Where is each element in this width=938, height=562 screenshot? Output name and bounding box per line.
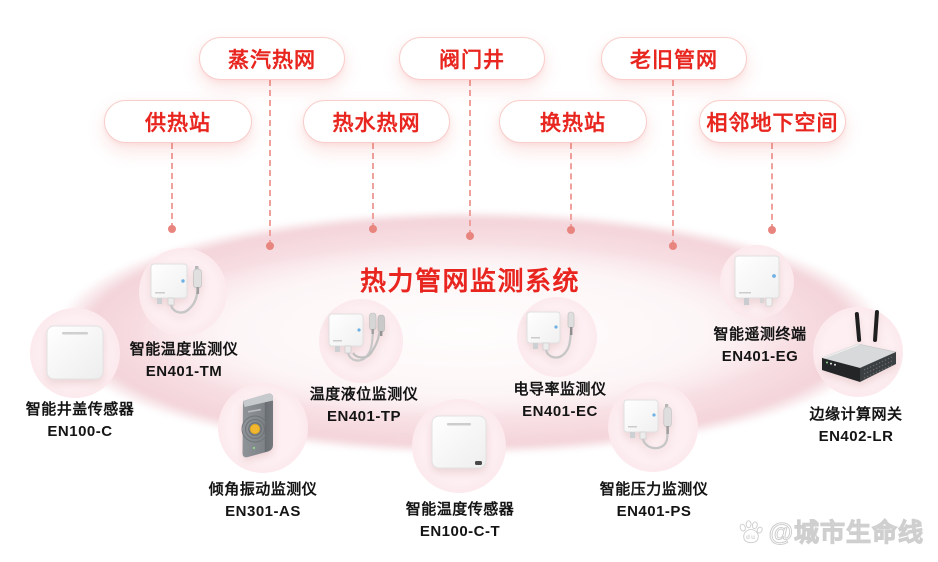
device-model: EN401-EC	[522, 403, 598, 420]
bubble-hot-water-network: 热水热网	[303, 100, 450, 143]
device-model: EN100-C-T	[419, 523, 501, 540]
bubble-label: 相邻地下空间	[706, 111, 839, 135]
device-label-en301-as: 倾角振动监测仪 EN301-AS	[178, 479, 348, 523]
device-label-en402-lr: 边缘计算网关 EN402-LR	[771, 404, 938, 448]
temperature-monitor-icon	[141, 252, 225, 335]
device-name: 智能温度传感器	[405, 501, 515, 518]
device-name: 温度液位监测仪	[309, 386, 419, 403]
tilt-vibration-monitor-icon	[223, 385, 303, 476]
device-label-en401-tm: 智能温度监测仪 EN401-TM	[99, 339, 269, 383]
bubble-heating-station: 供热站	[104, 100, 252, 143]
device-label-en100-c: 智能井盖传感器 EN100-C	[0, 399, 165, 443]
bubble-label: 老旧管网	[630, 48, 718, 72]
connector-valve-well	[466, 80, 474, 240]
bubble-aging-pipe-network: 老旧管网	[601, 37, 747, 80]
bubble-label: 热水热网	[332, 111, 421, 135]
bubble-label: 蒸汽热网	[228, 48, 316, 72]
watermark: du @城市生命线	[737, 513, 924, 549]
device-name: 电导率监测仪	[513, 381, 607, 398]
connector-heating-station	[168, 143, 176, 233]
temperature-sensor-icon	[424, 408, 496, 485]
connector-hot-water-network	[369, 143, 377, 233]
device-model: EN401-TP	[326, 408, 402, 425]
device-label-en401-ps: 智能压力监测仪 EN401-PS	[569, 479, 739, 523]
bubble-steam-heating-network: 蒸汽热网	[199, 37, 345, 80]
connector-steam-heating-network	[266, 80, 274, 250]
device-model: EN401-TM	[145, 363, 223, 380]
device-name: 智能压力监测仪	[599, 481, 709, 498]
device-label-en401-tp: 温度液位监测仪 EN401-TP	[279, 384, 449, 428]
device-label-en100-c-t: 智能温度传感器 EN100-C-T	[375, 499, 545, 543]
device-name: 边缘计算网关	[809, 406, 903, 423]
diagram-title: 热力管网监测系统	[359, 266, 580, 296]
watermark-text: @城市生命线	[768, 519, 924, 548]
device-name: 智能温度监测仪	[129, 341, 239, 358]
temperature-level-monitor-icon	[319, 300, 405, 383]
bubble-adjacent-underground-space: 相邻地下空间	[699, 100, 846, 143]
device-name: 智能遥测终端	[713, 326, 807, 343]
bubble-label: 换热站	[540, 111, 606, 135]
device-model: EN401-EG	[721, 348, 799, 365]
connector-aging-pipe-network	[669, 80, 677, 250]
conductivity-monitor-icon	[518, 300, 598, 379]
telemetry-terminal-icon	[722, 246, 792, 325]
device-model: EN100-C	[47, 423, 113, 440]
bubble-label: 阀门井	[439, 48, 505, 72]
baidu-paw-icon: du	[737, 518, 764, 545]
pressure-monitor-icon	[614, 388, 694, 471]
device-model: EN301-AS	[225, 503, 301, 520]
bubble-heat-exchange-station: 换热站	[499, 100, 647, 143]
bubble-label: 供热站	[145, 111, 211, 135]
device-name: 倾角振动监测仪	[208, 481, 318, 498]
device-label-en401-ec: 电导率监测仪 EN401-EC	[475, 379, 645, 423]
edge-computing-gateway-icon	[808, 306, 904, 395]
device-model: EN402-LR	[818, 428, 894, 445]
device-model: EN401-PS	[616, 503, 692, 520]
svg-text:du: du	[745, 534, 755, 541]
connector-adjacent-underground-space	[768, 143, 776, 234]
bubble-valve-well: 阀门井	[399, 37, 545, 80]
connector-heat-exchange-station	[567, 143, 575, 234]
device-name: 智能井盖传感器	[25, 401, 135, 418]
manhole-cover-sensor-icon	[40, 318, 110, 393]
device-label-en401-eg: 智能遥测终端 EN401-EG	[675, 324, 845, 368]
